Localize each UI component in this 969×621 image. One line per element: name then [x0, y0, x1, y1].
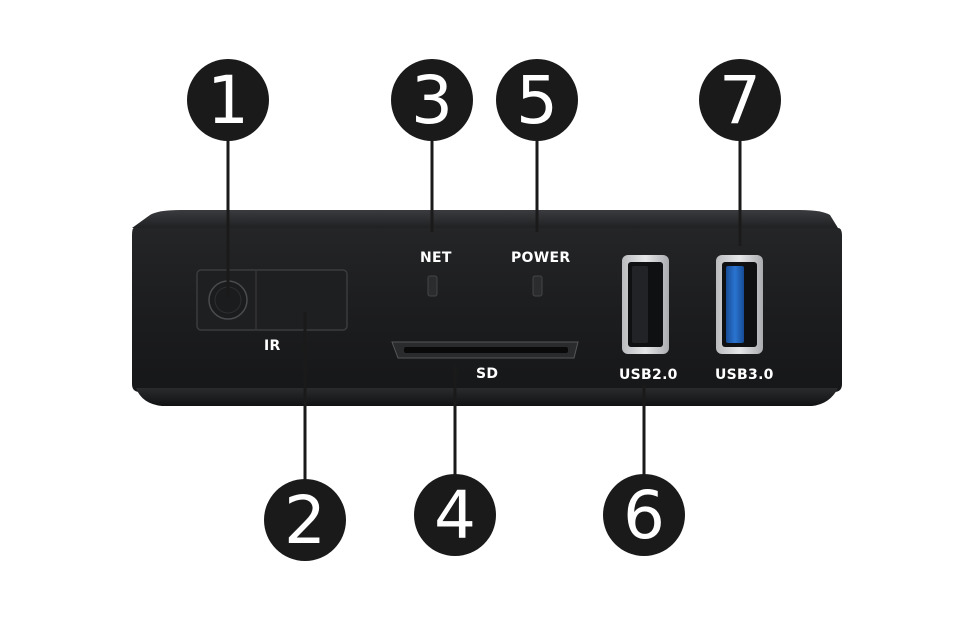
sd-card-slot[interactable]: SD: [391, 341, 579, 382]
callout-6-number: 6: [623, 477, 665, 554]
usb2-port[interactable]: USB2.0: [619, 255, 678, 383]
power-led: [532, 275, 543, 297]
callout-6: 6: [603, 474, 685, 556]
net-led: [427, 275, 438, 297]
callout-2: 2: [264, 479, 346, 561]
ir-window: IR: [196, 269, 348, 354]
callout-1-number: 1: [207, 62, 249, 139]
callout-leaders: [226, 125, 742, 487]
callout-5-number: 5: [516, 62, 558, 139]
net-label: NET: [420, 250, 452, 266]
callout-1: 1: [187, 59, 269, 141]
usb3-port[interactable]: USB3.0: [715, 255, 774, 383]
callout-2-number: 2: [284, 482, 326, 559]
ir-label: IR: [264, 338, 281, 354]
power-label: POWER: [511, 250, 570, 266]
status-leds: NET POWER: [420, 250, 570, 297]
usb3-label: USB3.0: [715, 367, 774, 383]
callout-7-number: 7: [719, 62, 761, 139]
usb2-label: USB2.0: [619, 367, 678, 383]
callout-3-number: 3: [411, 62, 453, 139]
callout-5: 5: [496, 59, 578, 141]
sd-label: SD: [476, 366, 498, 382]
callout-4-number: 4: [434, 477, 476, 554]
callout-3: 3: [391, 59, 473, 141]
callout-7: 7: [699, 59, 781, 141]
callout-4: 4: [414, 474, 496, 556]
